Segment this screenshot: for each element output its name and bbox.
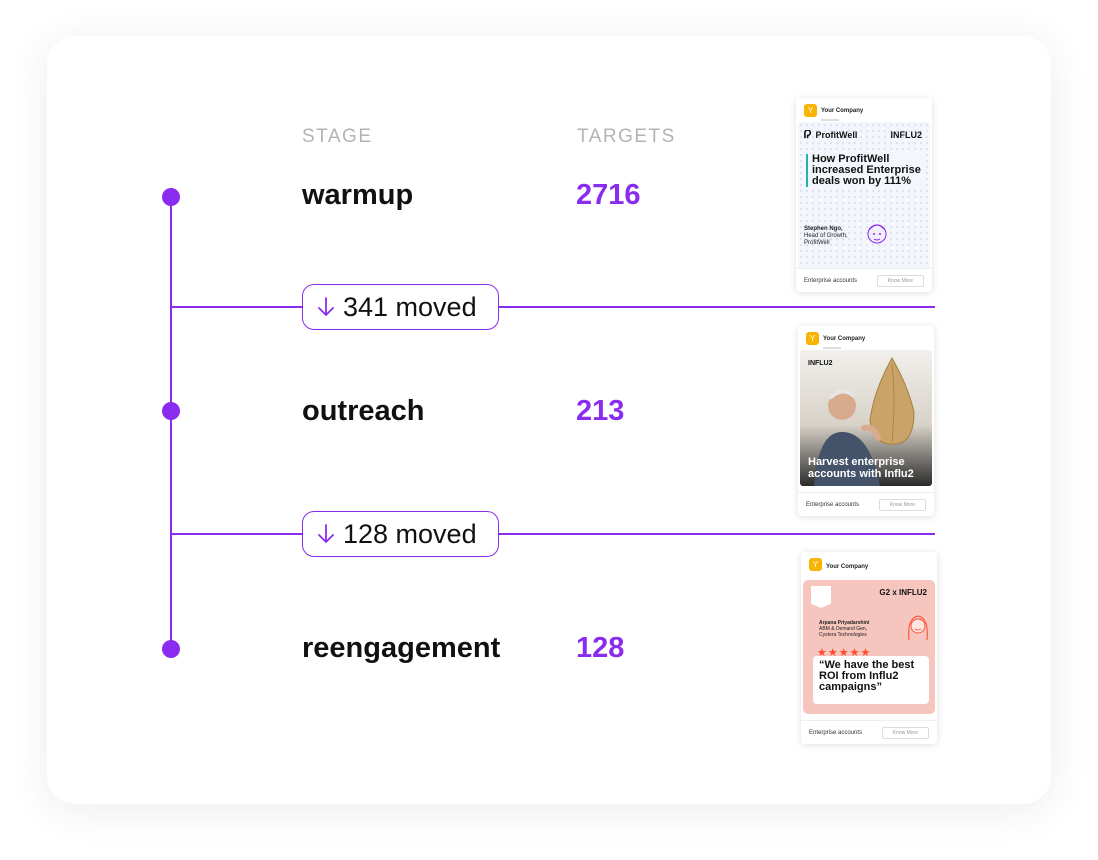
targets-column-header: TARGETS (577, 126, 676, 147)
ad-footer: Enterprise accounts Know More (796, 268, 932, 292)
stage-dot-reengagement (162, 640, 180, 658)
stage-name-outreach: outreach (302, 395, 425, 427)
stage-dot-outreach (162, 402, 180, 420)
ad-creative: G2 x INFLU2 Arpana Priyadarshini ABM & D… (803, 580, 935, 714)
company-name: Your Company (821, 108, 864, 114)
company-logo-icon: Y (804, 103, 817, 117)
ad-header: Y Your Company (798, 326, 934, 350)
ad-creative: INFLU2 Harvest enterprise accounts with … (800, 350, 932, 486)
ad-footer-label: Enterprise accounts (806, 501, 860, 508)
transition-line-1 (171, 306, 935, 308)
arrow-down-icon (318, 297, 334, 316)
ad-footer: Enterprise accounts Know More (801, 720, 937, 744)
g2-influ2-logo: G2 x INFLU2 (879, 588, 927, 597)
ad-footer-label: Enterprise accounts (804, 277, 858, 284)
profitwell-icon (804, 129, 812, 139)
stage-column-header: STAGE (302, 126, 373, 147)
ad-preview-g2-review[interactable]: Y Your Company G2 x INFLU2 Arpana Priyad… (801, 552, 937, 744)
stage-name-warmup: warmup (302, 179, 414, 211)
stage-count-reengagement: 128 (576, 632, 625, 664)
ad-footer: Enterprise accounts Know More (798, 492, 934, 516)
ad-header: Y Your Company (796, 98, 932, 122)
company-name: Your Company (823, 336, 866, 342)
stage-name-reengagement: reengagement (302, 632, 501, 664)
company-logo-icon: Y (806, 331, 819, 345)
know-more-button[interactable]: Know More (878, 498, 926, 511)
ad-header: Y Your Company (801, 552, 937, 576)
influ2-logo: INFLU2 (808, 360, 833, 367)
transition-pill-2: 128 moved (302, 511, 499, 557)
stage-count-outreach: 213 (576, 395, 625, 427)
ad-creative: ProfitWell INFLU2 How ProfitWell increas… (798, 122, 930, 268)
ad-preview-harvest[interactable]: Y Your Company INFLU2 Harvest enterprise… (798, 326, 934, 516)
timeline-line (170, 196, 172, 650)
farmer-with-onion-photo (814, 356, 915, 486)
ad-preview-profitwell[interactable]: Y Your Company ProfitWell INFLU2 How Pro… (796, 98, 932, 292)
ad-headline: How ProfitWell increased Enterprise deal… (806, 154, 924, 187)
arrow-down-icon (318, 524, 334, 543)
transition-line-2 (171, 533, 935, 535)
company-logo-icon: Y (809, 557, 822, 571)
person-illustration-icon (867, 224, 887, 244)
transition-pill-1: 341 moved (302, 284, 499, 330)
ad-person: Stephen Ngo, Head of Growth, ProfitWell (804, 226, 848, 246)
know-more-button[interactable]: Know More (876, 274, 924, 287)
person-illustration-icon (908, 615, 928, 641)
ad-quote: “We have the best ROI from Influ2 campai… (813, 656, 929, 704)
stage-count-warmup: 2716 (576, 179, 641, 211)
company-name: Your Company (826, 564, 869, 570)
stage-dot-warmup (162, 188, 180, 206)
g2-badge-icon (811, 586, 831, 608)
profitwell-logo: ProfitWell (804, 129, 857, 140)
transition-label-1: 341 moved (343, 291, 477, 322)
know-more-button[interactable]: Know More (881, 726, 929, 739)
ad-caption: Harvest enterprise accounts with Influ2 (808, 456, 914, 480)
influ2-logo: INFLU2 (890, 130, 923, 140)
ad-person: Arpana Priyadarshini ABM & Demand Gen, C… (819, 620, 870, 638)
transition-label-2: 128 moved (343, 518, 477, 549)
ad-footer-label: Enterprise accounts (809, 729, 863, 736)
